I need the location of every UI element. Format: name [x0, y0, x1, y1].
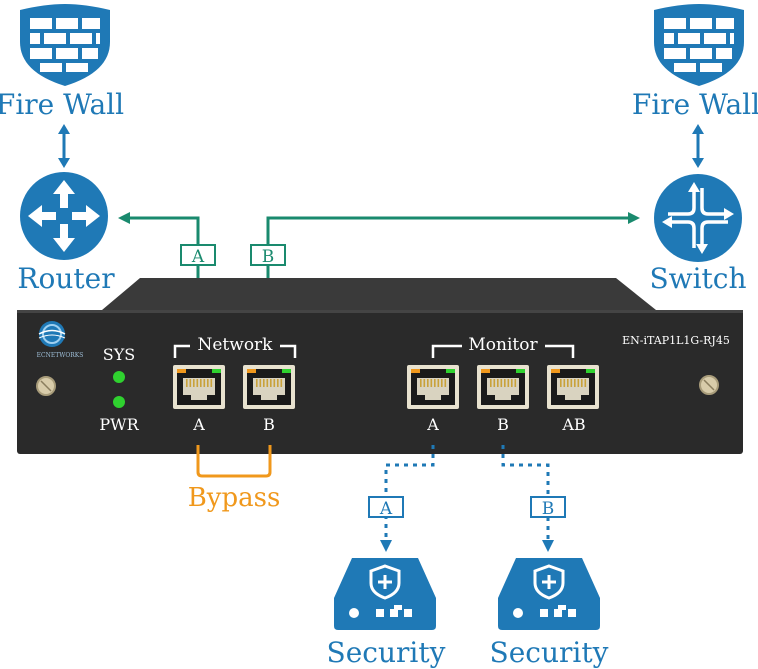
bypass-label: Bypass: [188, 483, 281, 513]
pwr-label: PWR: [99, 415, 139, 434]
sys-led-icon: [113, 371, 125, 383]
monitor-tag-a: [368, 496, 404, 518]
link-tag-a-text: A: [191, 247, 205, 267]
monitor-port-ab-label: AB: [561, 415, 585, 434]
switch-icon: [654, 174, 742, 262]
pwr-led-icon: [113, 396, 125, 408]
network-group-bracket: [173, 344, 297, 358]
security-right-label: Security: [490, 636, 609, 669]
router-label: Router: [17, 262, 115, 295]
brand-logo-icon: [38, 321, 66, 347]
monitor-port-a-label: A: [426, 415, 439, 434]
link-tag-b: [250, 244, 286, 266]
link-tag-b-text: B: [262, 247, 275, 267]
device-model-label: EN-iTAP1L1G-RJ45: [622, 334, 730, 347]
monitor-tag-a-text: A: [379, 499, 393, 519]
monitor-port-b-label: B: [497, 415, 509, 434]
monitor-tag-b: [530, 496, 566, 518]
sys-label: SYS: [103, 345, 135, 364]
firewall-left-label: Fire Wall: [0, 88, 124, 121]
link-tag-a: [180, 244, 216, 266]
network-group-label: Network: [198, 335, 274, 355]
monitor-port-b-icon: [477, 365, 529, 409]
network-port-a-label: A: [192, 415, 205, 434]
monitor-port-a-icon: [407, 365, 459, 409]
network-port-b-icon: [243, 365, 295, 409]
monitor-link-a: [384, 445, 435, 545]
firewall-left-icon: [20, 4, 110, 86]
brand-logo-text: ECNETWORKS: [37, 352, 84, 359]
network-port-a-icon: [173, 365, 225, 409]
security-right-icon: [498, 558, 600, 630]
monitor-tag-b-text: B: [542, 499, 555, 519]
security-left-label: Security: [327, 636, 446, 669]
bypass-link: [196, 445, 272, 478]
monitor-group-label: Monitor: [468, 335, 538, 355]
router-icon: [20, 172, 108, 260]
monitor-port-ab-icon: [547, 365, 599, 409]
security-left-icon: [334, 558, 436, 630]
firewall-right-label: Fire Wall: [632, 88, 758, 121]
switch-label: Switch: [649, 262, 746, 295]
firewall-right-icon: [654, 4, 744, 86]
network-port-b-label: B: [263, 415, 275, 434]
monitor-link-b: [501, 445, 550, 545]
monitor-group-bracket: [431, 344, 575, 358]
